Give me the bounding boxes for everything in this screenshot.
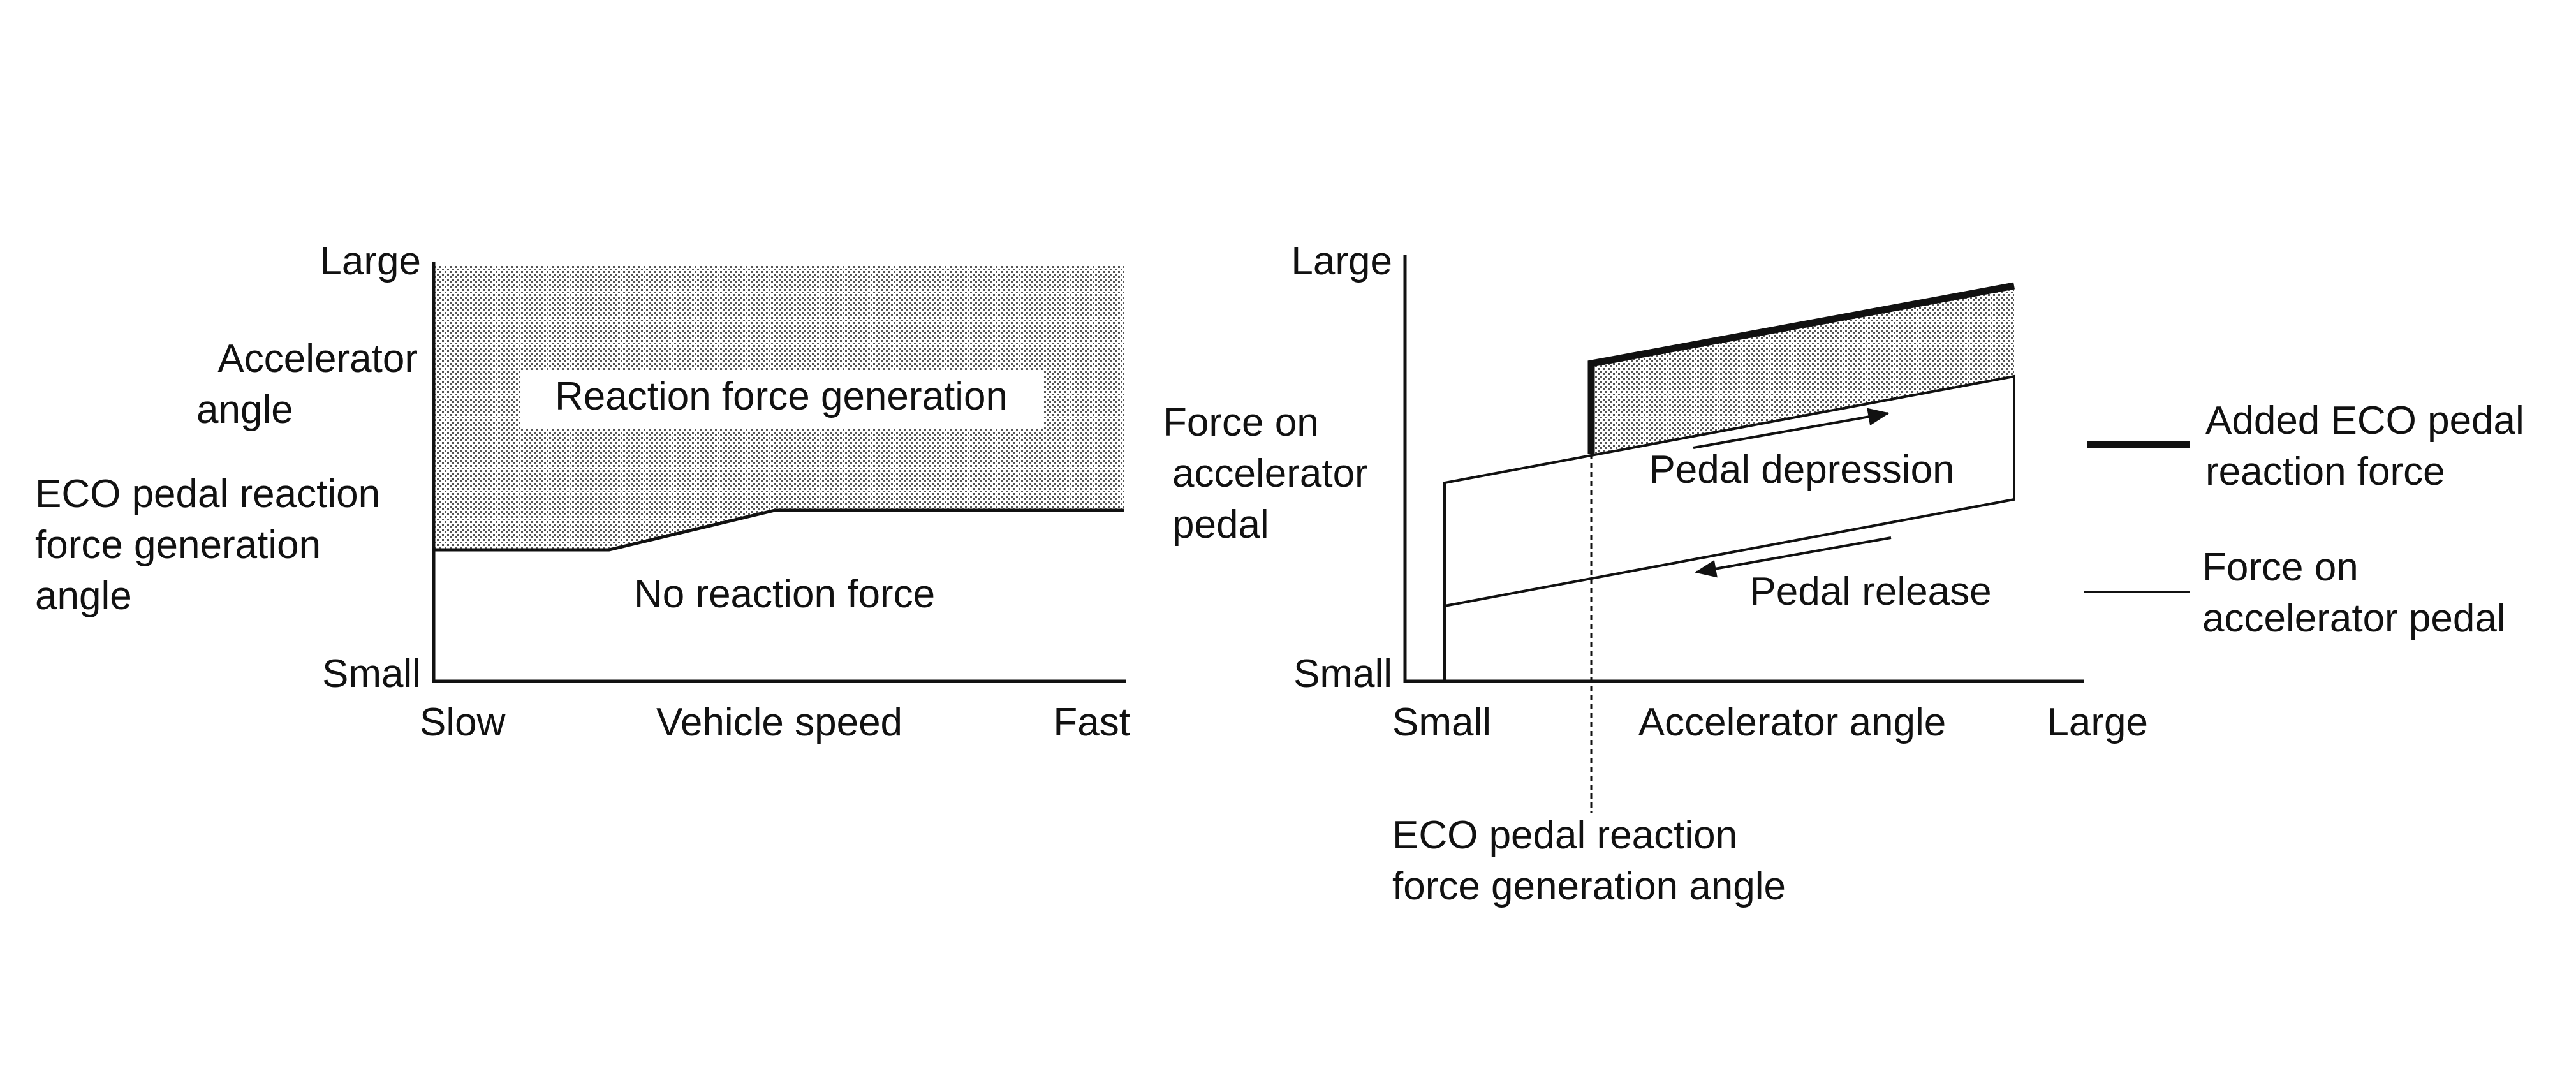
release-arrow — [1695, 536, 1892, 578]
y-axis-label-line-1: Force on — [1163, 401, 1319, 445]
y-bottom-label: Small — [1293, 652, 1392, 696]
depression-label: Pedal depression — [1649, 448, 1954, 492]
y-axis-label-line-2: accelerator — [1172, 452, 1368, 496]
upper-region-label: Reaction force generation — [555, 374, 1008, 418]
x-left-label: Slow — [420, 700, 506, 744]
x-center-label: Accelerator angle — [1638, 700, 1947, 744]
legend-thick-line-label-line-1: Added ECO pedal — [2205, 399, 2524, 443]
y-bottom-label: Small — [322, 652, 421, 696]
threshold-label-line-2: force generation — [35, 523, 321, 567]
y-axis-label-line-1: Accelerator — [217, 337, 418, 381]
x-left-label: Small — [1392, 700, 1491, 744]
threshold-label-line-1: ECO pedal reaction — [1392, 813, 1737, 857]
threshold-line — [434, 508, 1124, 552]
threshold-label-line-2: force generation angle — [1392, 864, 1786, 908]
y-axis-label-line-2: angle — [196, 388, 293, 432]
x-right-label: Fast — [1053, 700, 1130, 744]
legend-thin-line-label-line-1: Force on — [2202, 545, 2359, 589]
depression-arrow — [1693, 408, 1890, 449]
added-reaction-force-region — [1591, 286, 2014, 454]
y-top-label: Large — [320, 239, 421, 283]
threshold-label-line-3: angle — [35, 574, 132, 618]
legend-thick-line-label-line-2: reaction force — [2205, 450, 2445, 494]
right-chart: Pedal depression Pedal release Large Sma… — [1163, 239, 2148, 908]
force-loop — [1443, 374, 2015, 681]
legend-thin-line-label-line-2: accelerator pedal — [2202, 596, 2506, 640]
legend: Added ECO pedal reaction force Force on … — [2084, 399, 2524, 640]
x-right-label: Large — [2047, 700, 2148, 744]
y-axis-label-line-3: pedal — [1172, 503, 1269, 547]
x-center-label: Vehicle speed — [656, 700, 902, 744]
left-chart: Reaction force generation No reaction fo… — [35, 239, 1130, 744]
threshold-label-line-1: ECO pedal reaction — [35, 472, 380, 516]
y-top-label: Large — [1291, 239, 1392, 283]
added-eco-reaction-force-line — [1587, 282, 2015, 454]
upper-region-label-bg — [520, 371, 1043, 429]
release-label: Pedal release — [1749, 570, 1991, 614]
lower-region-label: No reaction force — [634, 572, 935, 616]
